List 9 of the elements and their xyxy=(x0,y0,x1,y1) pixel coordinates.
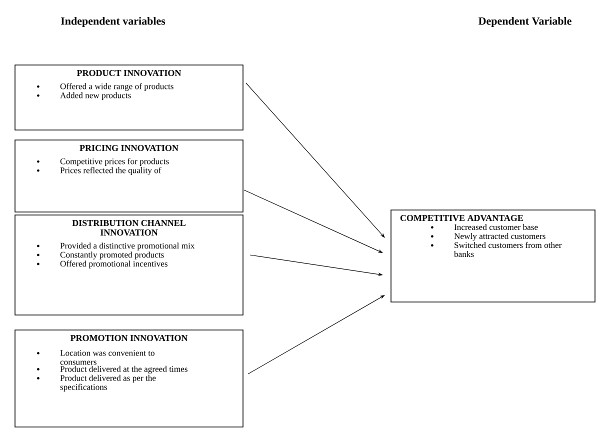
text-box: DISTRIBUTION CHANNEL INNOVATION Provided a distinctive promotional mix Constantly promoted products Offered promotional incentives xyxy=(14,214,244,316)
column-heading: Independent variables xyxy=(60,17,166,27)
text-box: PRODUCT INNOVATION Offered a wide range of products Added new products xyxy=(14,64,244,130)
column-heading: Dependent Variable xyxy=(478,17,572,27)
text-box: COMPETITIVE ADVANTAGE Increased customer base Newly attracted customers Switched customers from other banks xyxy=(390,210,596,302)
arrow xyxy=(246,82,385,238)
text-box: PRICING INNOVATION Competitive prices for products Prices reflected the quality of xyxy=(14,140,244,212)
arrow xyxy=(248,295,385,374)
text-box: PROMOTION INNOVATION Location was convenient to consumers Product delivered at the agreed times Product delivered as per the specifications xyxy=(14,330,244,428)
